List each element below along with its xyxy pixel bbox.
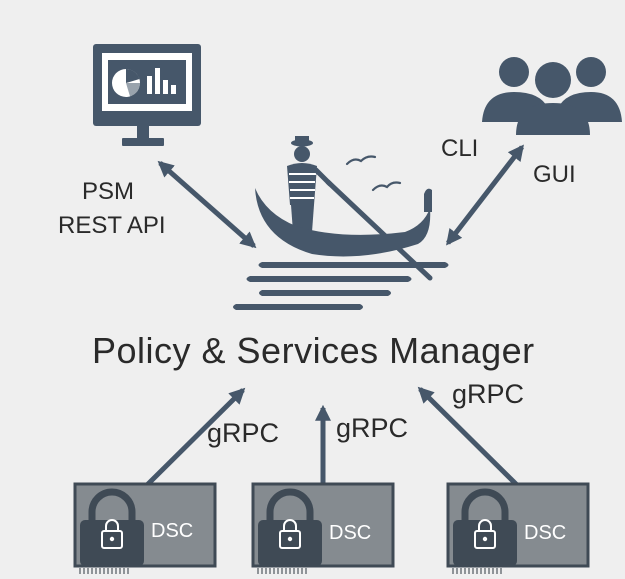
dsc-label: DSC [329, 522, 372, 544]
grpc-label-left: gRPC [207, 418, 280, 448]
psm-label: PSM [82, 178, 135, 205]
dsc-card [73, 482, 217, 574]
lock-icon [80, 488, 144, 566]
grpc-label-center: gRPC [336, 413, 409, 443]
dsc-card [446, 482, 590, 574]
dsc-label: DSC [524, 522, 567, 544]
cli-label: CLI [441, 135, 479, 162]
arrow-dsc3-psm [417, 386, 520, 488]
gui-label: GUI [533, 161, 576, 188]
dsc-label: DSC [151, 520, 194, 542]
gondola-logo-icon [233, 136, 449, 310]
arrow-monitor-psm [157, 160, 257, 249]
arrows [144, 144, 524, 488]
monitor-dashboard-icon [93, 44, 201, 146]
grpc-label-right: gRPC [452, 379, 525, 409]
arrow-dsc1-psm [144, 387, 246, 488]
diagram-title: Policy & Services Manager [92, 330, 535, 371]
rest-api-label: REST API [58, 212, 166, 239]
users-group-icon [482, 57, 622, 135]
dsc-card [251, 482, 395, 574]
arrow-users-psm [446, 144, 524, 246]
lock-icon [258, 488, 322, 566]
lock-icon [453, 488, 517, 566]
